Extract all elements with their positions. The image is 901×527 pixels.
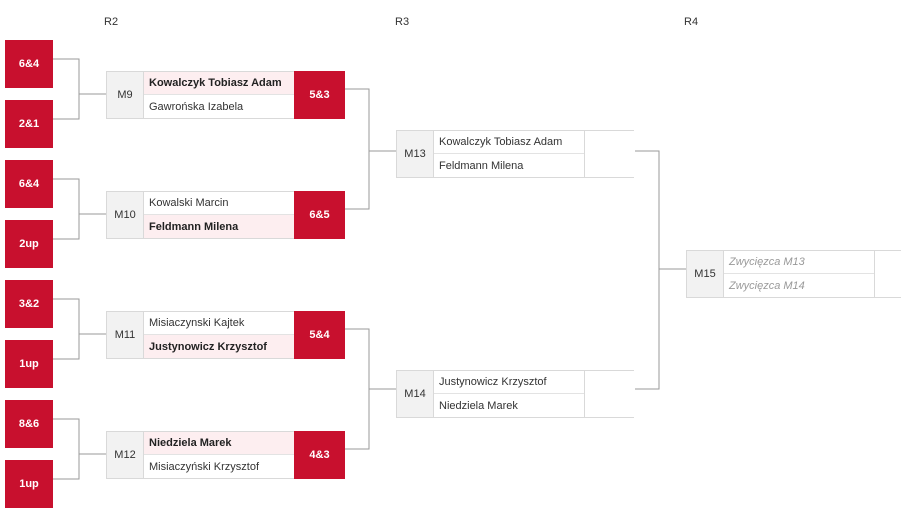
player-1: Niedziela Marek (144, 432, 294, 455)
match-m11[interactable]: M11 Misiaczynski Kajtek Justynowicz Krzy… (106, 311, 345, 359)
prev-result-3[interactable]: 6&4 (5, 160, 53, 208)
player-2: Niedziela Marek (439, 399, 518, 412)
prev-result-7[interactable]: 8&6 (5, 400, 53, 448)
player-2: Gawrońska Izabela (149, 100, 244, 113)
match-number: M12 (107, 432, 144, 478)
match-m12[interactable]: M12 Niedziela Marek Misiaczyński Krzyszt… (106, 431, 345, 479)
prev-result-2[interactable]: 2&1 (5, 100, 53, 148)
player-1: Zwycięzca M13 (724, 251, 874, 274)
match-score (584, 371, 635, 417)
match-m14[interactable]: M14 Justynowicz Krzysztof Niedziela Mare… (396, 370, 635, 418)
match-number: M11 (107, 312, 144, 358)
player-2: Feldmann Milena (144, 215, 294, 238)
prev-result-5[interactable]: 3&2 (5, 280, 53, 328)
match-score: 4&3 (294, 431, 345, 479)
player-2: Misiaczyński Krzysztof (149, 460, 260, 473)
match-m10[interactable]: M10 Kowalski Marcin Feldmann Milena 6&5 (106, 191, 345, 239)
player-2: Justynowicz Krzysztof (144, 335, 294, 358)
player-1: Kowalczyk Tobiasz Adam (434, 131, 584, 154)
prev-result-6[interactable]: 1up (5, 340, 53, 388)
match-number: M9 (107, 72, 144, 118)
round-label-r3: R3 (395, 16, 410, 28)
prev-result-8[interactable]: 1up (5, 460, 53, 508)
match-score (584, 131, 635, 177)
match-number: M10 (107, 192, 144, 238)
player-2: Zwycięzca M14 (729, 279, 805, 292)
player-1: Kowalski Marcin (144, 192, 294, 215)
prev-result-1[interactable]: 6&4 (5, 40, 53, 88)
match-score: 5&4 (294, 311, 345, 359)
match-score (874, 251, 901, 297)
match-m9[interactable]: M9 Kowalczyk Tobiasz Adam Gawrońska Izab… (106, 71, 345, 119)
player-1: Justynowicz Krzysztof (434, 371, 584, 394)
player-2: Feldmann Milena (439, 159, 524, 172)
match-m15[interactable]: M15 Zwycięzca M13 Zwycięzca M14 (686, 250, 901, 298)
match-score: 6&5 (294, 191, 345, 239)
match-number: M15 (687, 251, 724, 297)
player-1: Kowalczyk Tobiasz Adam (144, 72, 294, 95)
player-1: Misiaczynski Kajtek (144, 312, 294, 335)
round-label-r2: R2 (104, 16, 119, 28)
match-score: 5&3 (294, 71, 345, 119)
round-label-r4: R4 (684, 16, 699, 28)
prev-result-4[interactable]: 2up (5, 220, 53, 268)
match-number: M14 (397, 371, 434, 417)
match-m13[interactable]: M13 Kowalczyk Tobiasz Adam Feldmann Mile… (396, 130, 635, 178)
match-number: M13 (397, 131, 434, 177)
